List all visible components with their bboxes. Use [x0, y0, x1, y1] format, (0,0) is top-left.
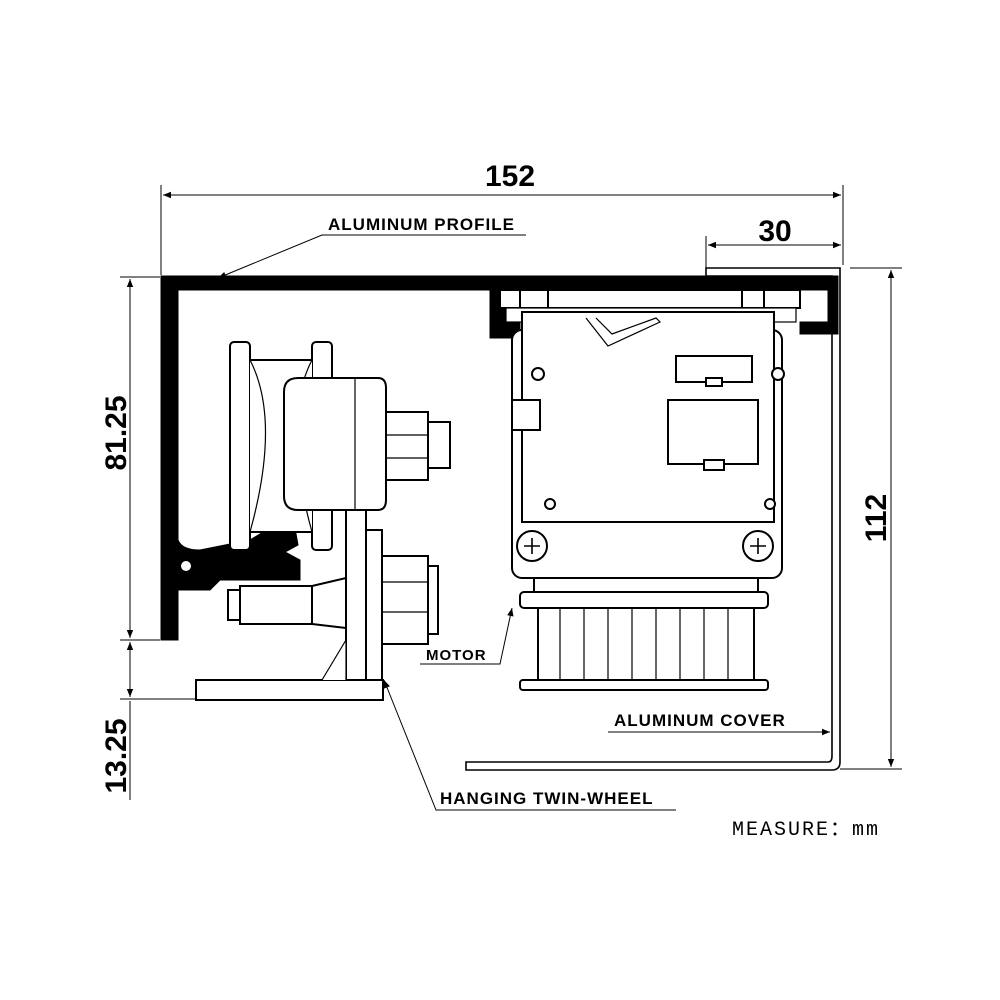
label-aluminum-cover-text: ALUMINUM COVER [614, 711, 786, 730]
dimension-height-wheel-text: 13.25 [100, 718, 133, 793]
dimension-width-total-text: 152 [485, 160, 535, 193]
hanging-twin-wheel-shape [195, 341, 451, 701]
dimension-width-right: 30 [705, 215, 841, 268]
label-hanging-twin-wheel-text: HANGING TWIN-WHEEL [440, 789, 653, 808]
measure-unit-text: MEASURE：mm [732, 819, 880, 842]
label-motor-text: MOTOR [426, 647, 487, 664]
label-hanging-twin-wheel: HANGING TWIN-WHEEL [383, 679, 676, 811]
label-aluminum-cover: ALUMINUM COVER [608, 711, 830, 736]
screw-left-icon [516, 530, 548, 562]
dimension-height-profile-text: 81.25 [100, 395, 133, 470]
dimension-width-right-text: 30 [758, 215, 791, 248]
dimension-height-total-text: 112 [860, 494, 893, 542]
aluminum-cover-shape [465, 267, 841, 771]
motor-shape [499, 289, 801, 691]
dimension-height-wheel: 13.25 [100, 642, 195, 800]
label-aluminum-profile: ALUMINUM PROFILE [217, 215, 526, 279]
dimension-width-total: 152 [160, 160, 844, 275]
label-aluminum-profile-text: ALUMINUM PROFILE [328, 215, 515, 234]
dimension-height-total: 112 [840, 267, 902, 770]
dimension-height-profile: 81.25 [100, 276, 160, 641]
label-motor: MOTOR [420, 607, 514, 665]
screw-right-icon [742, 530, 774, 562]
